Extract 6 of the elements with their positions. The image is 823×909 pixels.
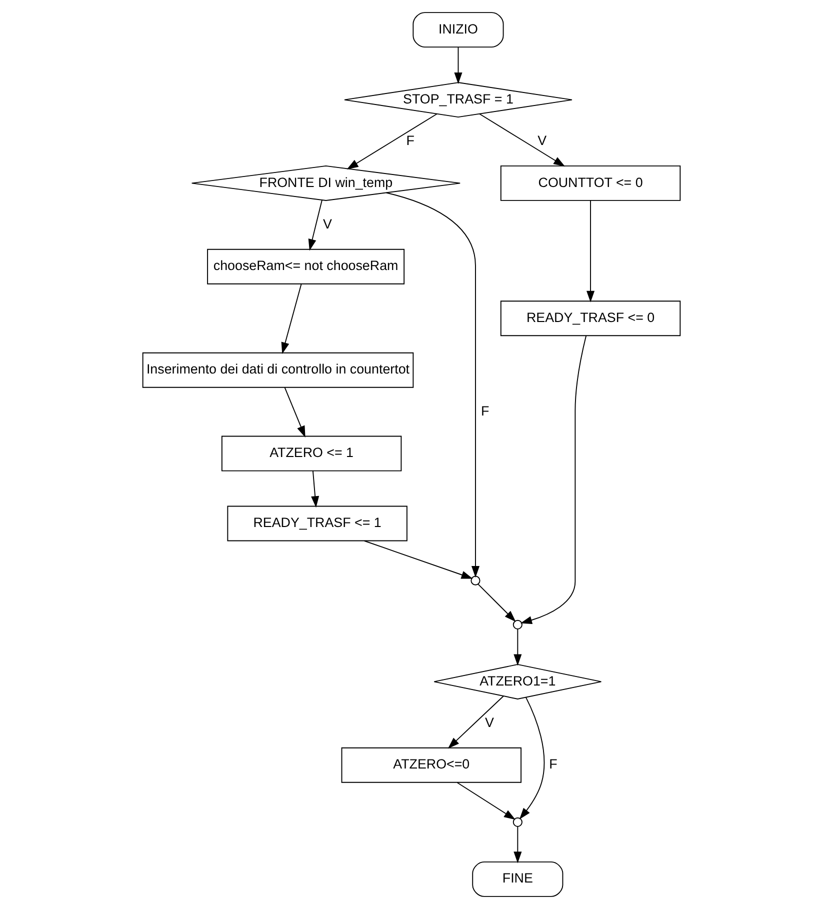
edge-label: F (481, 403, 490, 418)
edge-label: V (484, 714, 494, 730)
edge-label: V (538, 133, 547, 148)
edge-label: F (549, 756, 558, 772)
edge-label: V (322, 216, 332, 232)
edge-label: F (406, 133, 414, 148)
